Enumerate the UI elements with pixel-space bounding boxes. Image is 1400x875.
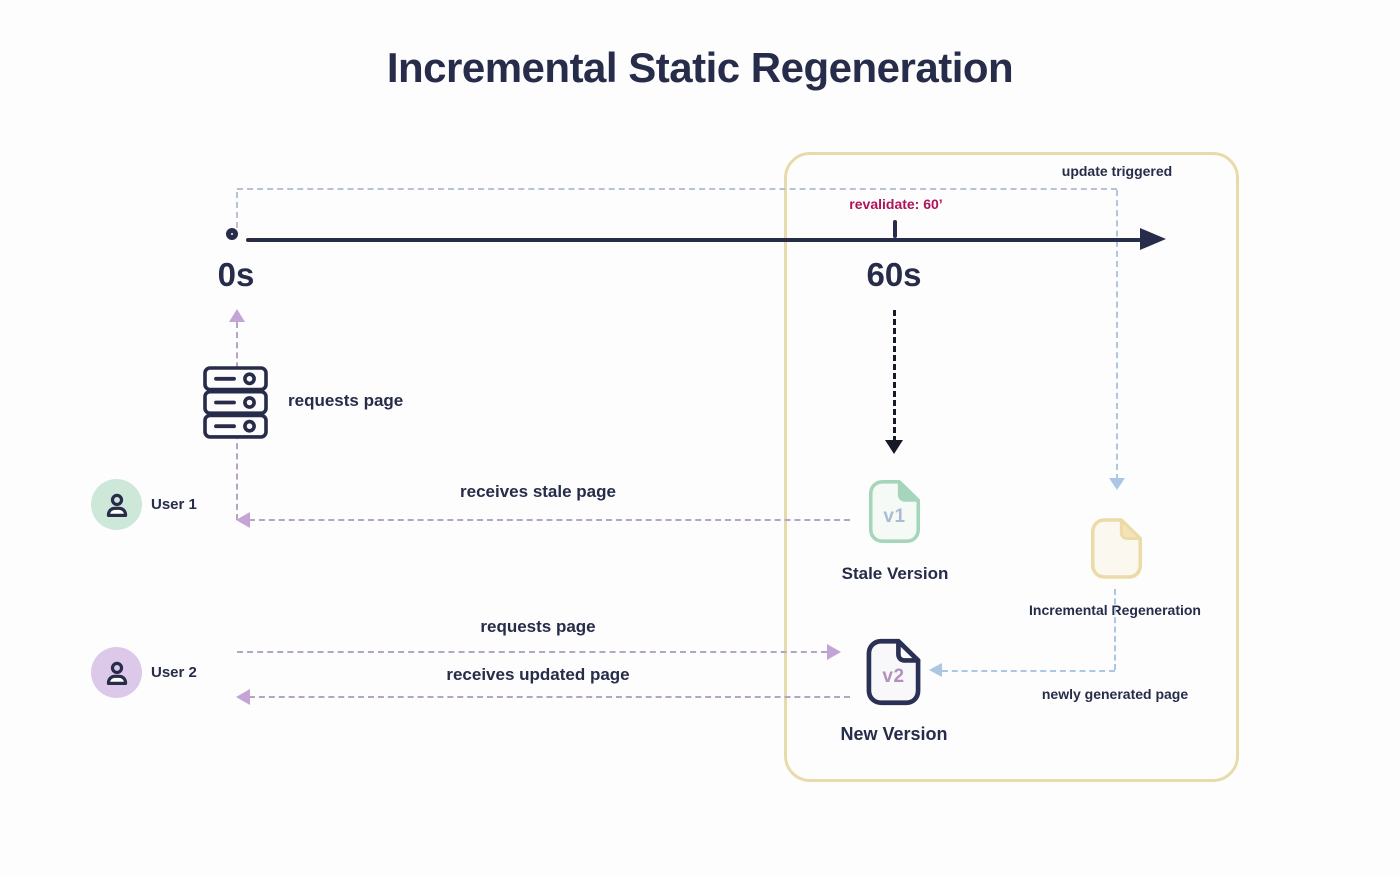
new-version-document-icon: v2	[864, 636, 923, 708]
user2-requests-arrowhead-icon	[827, 644, 841, 660]
trigger-path-horizontal-segment	[237, 188, 1117, 190]
user-icon	[106, 493, 127, 517]
newly-generated-horizontal-path	[942, 670, 1115, 672]
user2-name-label: User 2	[151, 664, 197, 681]
timeline-arrowhead-icon	[1140, 228, 1166, 250]
receives-stale-arrowhead-icon	[236, 512, 250, 528]
update-triggered-label: update triggered	[1061, 163, 1173, 179]
user2-avatar	[91, 647, 142, 698]
revalidate-tick	[893, 220, 897, 238]
new-version-caption: New Version	[840, 724, 948, 744]
receives-updated-arrowhead-icon	[236, 689, 250, 705]
timeline-line	[246, 238, 1142, 242]
user1-avatar	[91, 479, 142, 530]
revalidate-label: revalidate: 60’	[849, 196, 943, 212]
user2-requests-page-label: requests page	[480, 617, 596, 636]
trigger-down-arrowhead-icon	[1109, 478, 1125, 490]
sixty-seconds-down-arrowhead-icon	[885, 440, 903, 454]
trigger-path-up-segment	[236, 192, 238, 228]
regeneration-zone-box	[784, 152, 1239, 782]
new-version-badge: v2	[882, 666, 905, 687]
user1-request-up-arrowhead-icon	[229, 309, 245, 322]
receives-stale-page-label: receives stale page	[460, 482, 616, 501]
timeline-origin-circle	[226, 228, 238, 240]
regeneration-document-icon	[1088, 515, 1145, 582]
newly-generated-page-label: newly generated page	[1041, 686, 1189, 702]
sixty-seconds-down-path	[893, 310, 896, 442]
server-requests-page-label: requests page	[288, 391, 404, 410]
receives-updated-page-label: receives updated page	[446, 665, 630, 684]
user2-requests-path	[237, 651, 827, 653]
page-title: Incremental Static Regeneration	[386, 44, 1014, 91]
user1-name-label: User 1	[151, 496, 197, 513]
server-icon	[203, 366, 268, 439]
newly-generated-arrowhead-icon	[929, 663, 942, 677]
user-icon	[106, 661, 127, 685]
newly-generated-down-path	[1114, 589, 1116, 670]
timeline-start-label: 0s	[217, 256, 255, 293]
trigger-path-down-segment	[1116, 190, 1118, 480]
stale-version-badge: v1	[883, 505, 906, 527]
receives-stale-path	[249, 519, 850, 521]
stale-version-document-icon: v1	[866, 477, 923, 546]
stale-version-caption: Stale Version	[841, 564, 949, 583]
receives-updated-path	[249, 696, 850, 698]
timeline-end-label: 60s	[866, 256, 922, 293]
